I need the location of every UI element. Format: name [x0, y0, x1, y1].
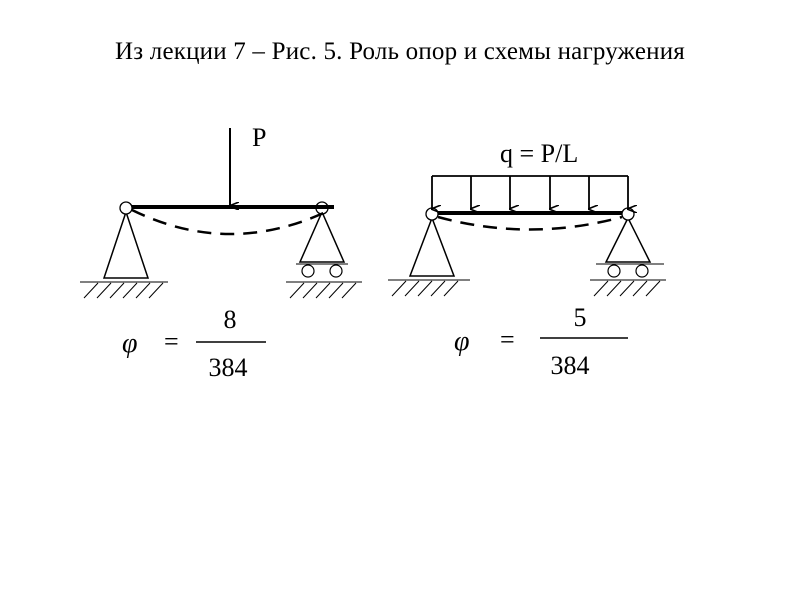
right-phi-symbol: φ — [454, 326, 470, 357]
left-numerator: 8 — [224, 305, 237, 334]
left-equals-sign: = — [164, 327, 179, 356]
right-deflection-curve — [437, 215, 623, 231]
left-pin-hinge — [119, 201, 133, 215]
distributed-load-label: q = P/L — [500, 139, 578, 168]
left-formula: φ = 8 384 — [122, 305, 266, 382]
distributed-load — [432, 175, 628, 209]
right-diagram: q = P/L φ = 5 384 — [388, 139, 666, 380]
right-pin-hinge — [425, 207, 439, 221]
right-ground-left — [388, 279, 470, 297]
right-roller-support — [596, 207, 664, 278]
left-denominator: 384 — [209, 353, 248, 382]
right-numerator: 5 — [574, 303, 587, 332]
left-deflection-curve — [131, 208, 331, 236]
right-pin-support — [408, 215, 456, 277]
right-ground-right — [590, 279, 666, 297]
page-title: Из лекции 7 – Рис. 5. Роль опор и схемы … — [115, 38, 685, 65]
right-denominator: 384 — [551, 351, 590, 380]
point-load-label: P — [252, 123, 266, 152]
right-equals-sign: = — [500, 325, 515, 354]
right-formula: φ = 5 384 — [454, 303, 628, 380]
left-ground-right — [286, 281, 362, 299]
right-roller-hinge — [621, 207, 635, 221]
left-diagram: P φ = 8 384 — [80, 123, 362, 382]
left-ground-left — [80, 281, 168, 299]
left-pin-support — [102, 209, 150, 279]
left-phi-symbol: φ — [122, 328, 138, 359]
